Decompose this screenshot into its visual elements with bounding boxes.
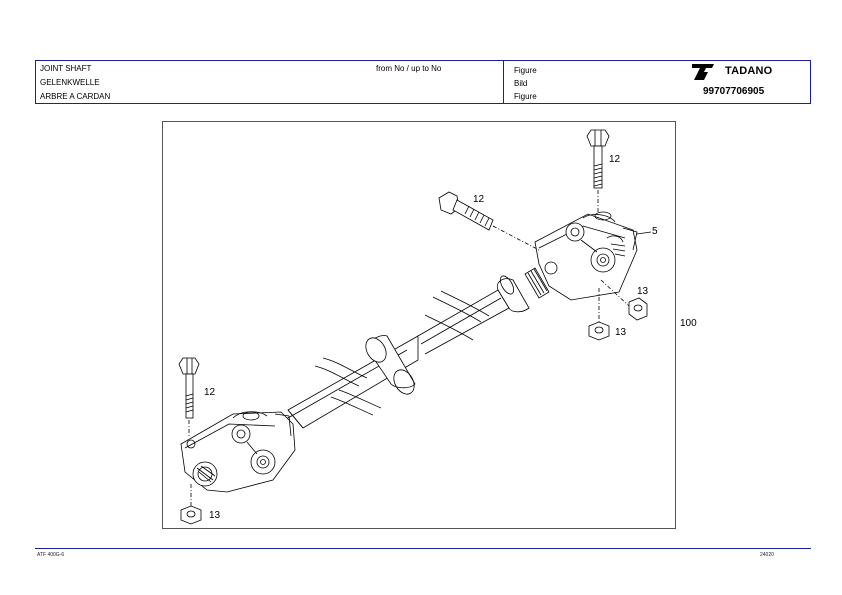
figure-label-english: Figure [514, 66, 537, 75]
lower-universal-joint [180, 411, 296, 493]
upper-top-bolt [586, 129, 610, 218]
leader-line-5 [636, 231, 652, 235]
callout-assembly: 100 [680, 318, 697, 329]
title-english: JOINT SHAFT [40, 64, 92, 73]
shaft-tube [280, 267, 550, 429]
title-german: GELENKWELLE [40, 78, 100, 87]
serial-range-label: from No / up to No [376, 64, 442, 73]
title-block: JOINT SHAFT GELENKWELLE ARBRE A CARDAN f… [35, 60, 811, 104]
title-french: ARBRE A CARDAN [40, 92, 111, 101]
figure-label-french: Figure [514, 92, 537, 101]
upper-nut-a [600, 279, 648, 321]
callout-bolt-lower: 12 [204, 387, 216, 398]
footer-code: 24020 [760, 552, 774, 558]
upper-side-bolt [438, 191, 540, 251]
joint-shaft-drawing [178, 129, 652, 525]
brand-name: TADANO [725, 65, 773, 77]
part-number: 99707706905 [703, 86, 765, 97]
upper-universal-joint [534, 211, 638, 301]
figure-label-german: Bild [514, 79, 528, 88]
footer-model: ATF 400G-6 [37, 552, 65, 558]
callout-nut-upper-b: 13 [615, 327, 627, 338]
callout-nut-lower: 13 [209, 510, 221, 521]
callout-bolt-top: 12 [609, 154, 621, 165]
upper-nut-b [588, 288, 610, 341]
tadano-logo-icon [692, 64, 714, 80]
lower-bolt [178, 357, 200, 438]
callout-yoke-upper: 5 [652, 226, 658, 237]
callout-bolt-upper: 12 [473, 194, 485, 205]
footer-rule [35, 548, 811, 549]
callout-nut-upper-a: 13 [637, 286, 649, 297]
lower-nut [180, 484, 202, 525]
header-divider [503, 61, 504, 103]
exploded-drawing-frame: 12 12 5 13 13 12 13 [162, 121, 676, 529]
